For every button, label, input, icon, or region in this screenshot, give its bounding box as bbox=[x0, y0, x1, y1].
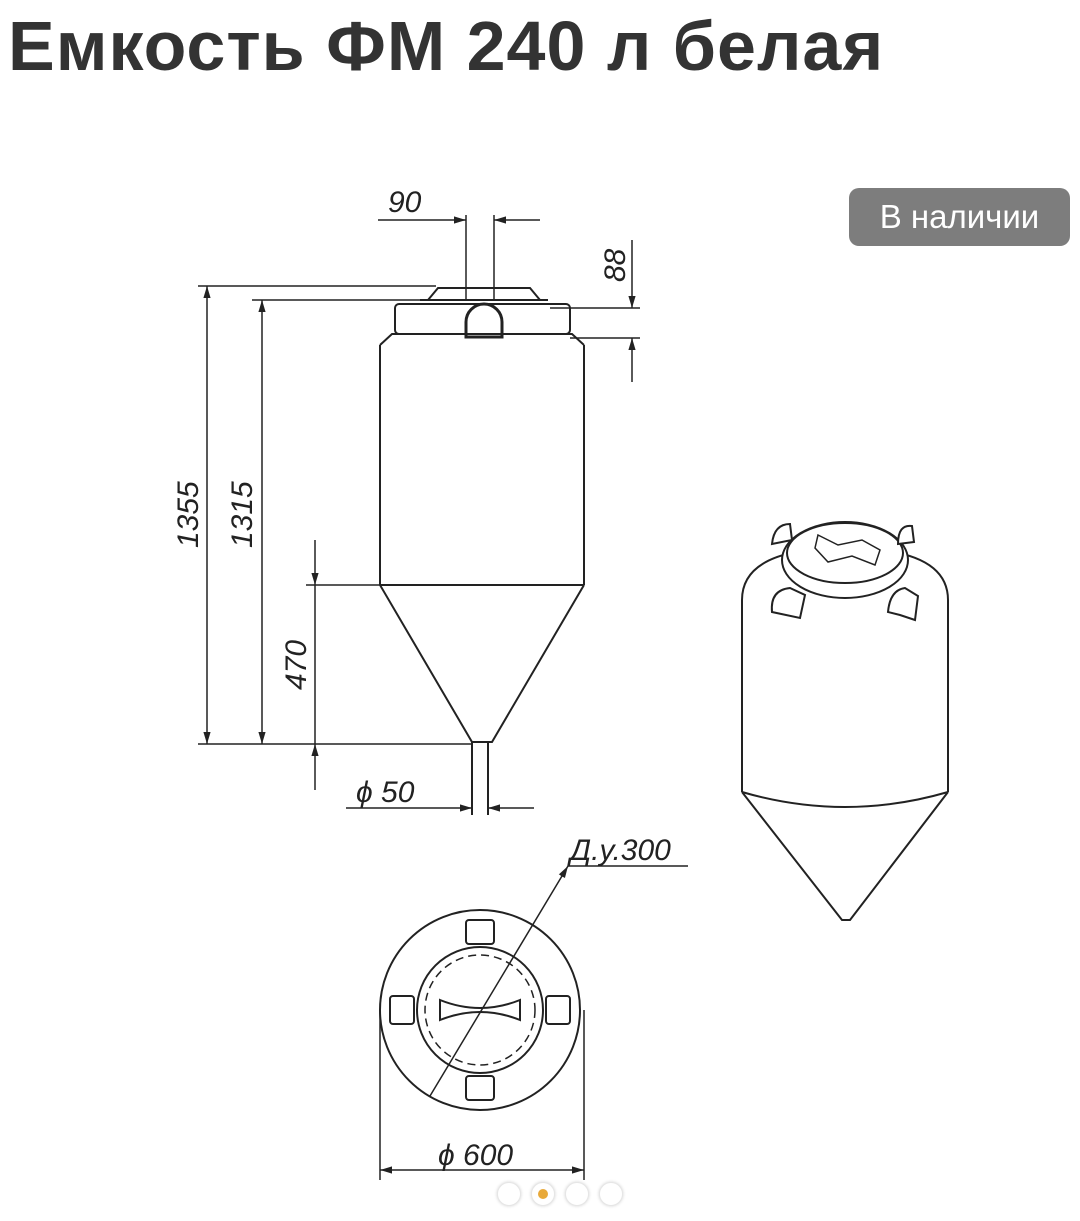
dim-top-width: 90 bbox=[388, 186, 422, 219]
isometric-view bbox=[741, 521, 949, 921]
gallery-dot-2-active[interactable] bbox=[531, 1182, 555, 1206]
dimension-lines bbox=[198, 215, 640, 812]
dim-total-height: 1355 bbox=[172, 481, 205, 548]
gallery-dot-3[interactable] bbox=[565, 1182, 589, 1206]
gallery-dot-4[interactable] bbox=[599, 1182, 623, 1206]
dim-outlet-diameter: ϕ 50 bbox=[356, 776, 415, 809]
gallery-dot-1[interactable] bbox=[497, 1182, 521, 1206]
product-title: Емкость ФМ 240 л белая bbox=[8, 7, 885, 85]
availability-badge: В наличии bbox=[849, 188, 1070, 246]
top-view bbox=[379, 865, 688, 1180]
dim-lid-height: 88 bbox=[599, 248, 632, 282]
front-view bbox=[379, 287, 585, 815]
gallery-pagination bbox=[497, 1182, 623, 1208]
dim-body-height: 1315 bbox=[226, 481, 259, 548]
dim-diameter: ϕ 600 bbox=[438, 1139, 513, 1172]
dim-neck-nominal: Д.у.300 bbox=[567, 834, 671, 867]
dim-cone-height: 470 bbox=[280, 640, 313, 690]
